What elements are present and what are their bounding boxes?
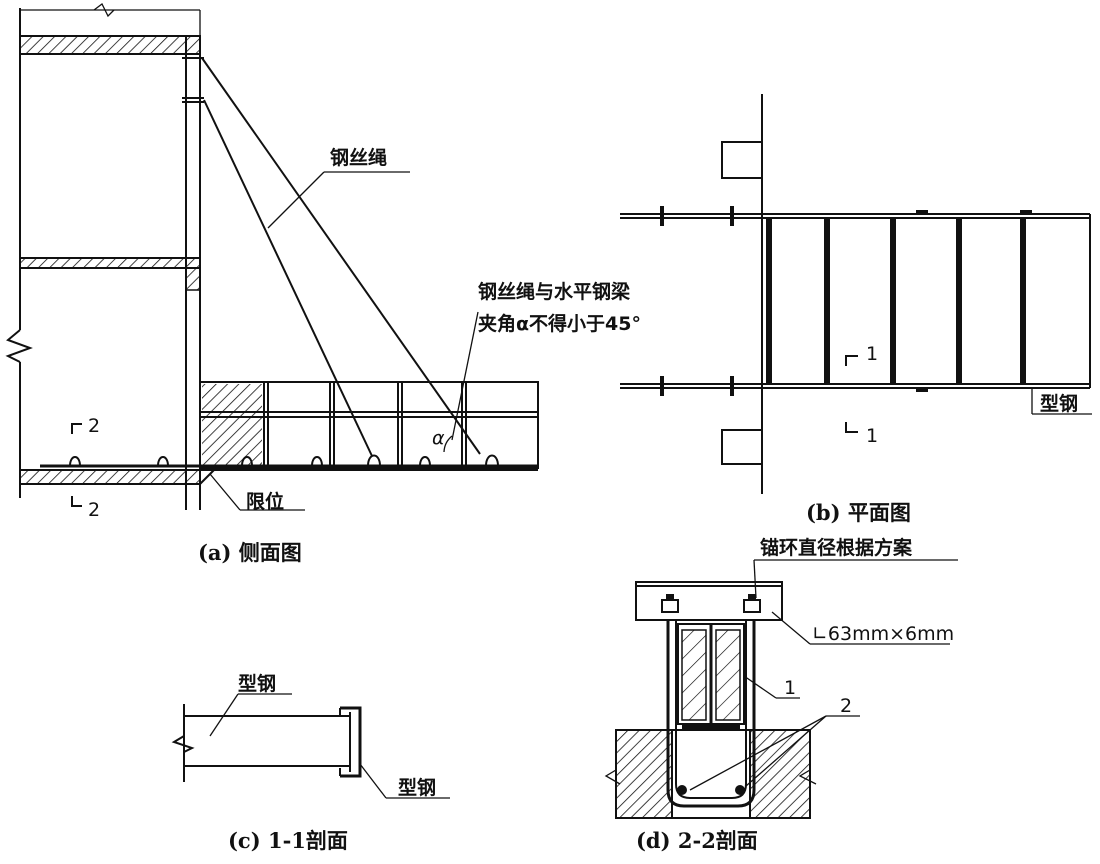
- caption-section-2-2: (d) 2-2剖面: [636, 828, 758, 853]
- section-mark-1-top: 1: [866, 343, 878, 365]
- caption-side-view: (a) 侧面图: [198, 540, 302, 565]
- angle-note-line-1: 钢丝绳与水平钢梁: [478, 280, 631, 303]
- side-view: [5, 3, 539, 511]
- section-mark-1-bottom: 1: [866, 425, 878, 447]
- section-1-side-steel-label: 型钢: [398, 776, 436, 799]
- angle-note-line-2: 夹角α不得小于45°: [478, 312, 641, 335]
- wire-rope-label: 钢丝绳: [330, 146, 387, 169]
- angle-steel-label: ∟63mm×6mm: [812, 623, 954, 645]
- plan-steel-label: 型钢: [1040, 392, 1078, 415]
- caption-plan-view: (b) 平面图: [806, 500, 911, 525]
- plan-view: [620, 94, 1092, 494]
- section-mark-2-top: 2: [88, 415, 100, 437]
- section-mark-2-bottom: 2: [88, 499, 100, 521]
- anchor-ring-label: 锚环直径根据方案: [760, 536, 913, 559]
- section-2-2: [604, 559, 958, 819]
- section-1-1: [171, 693, 450, 799]
- alpha-symbol: α: [432, 427, 445, 449]
- caption-section-1-1: (c) 1-1剖面: [228, 828, 348, 853]
- callout-1: 1: [784, 677, 796, 699]
- section-1-top-steel-label: 型钢: [238, 672, 276, 695]
- callout-2: 2: [840, 695, 852, 717]
- limit-label: 限位: [246, 490, 284, 513]
